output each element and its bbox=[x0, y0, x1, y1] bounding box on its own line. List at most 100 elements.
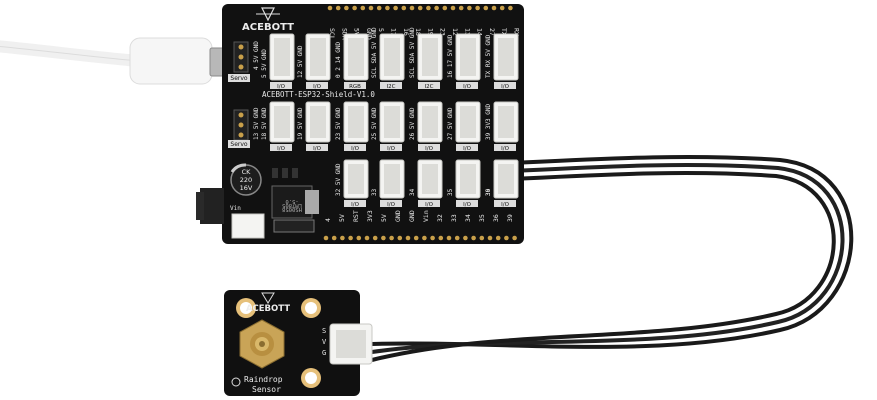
header-pin bbox=[372, 235, 378, 241]
tag-box bbox=[306, 144, 328, 151]
tag-box bbox=[380, 82, 402, 89]
connector-tag: I/O bbox=[387, 146, 395, 152]
sensor-pin-s: S bbox=[322, 327, 326, 335]
header-pin bbox=[417, 5, 423, 11]
voltage-regulator: LM7805 -5.0 HS0058 bbox=[271, 185, 319, 233]
tag-box bbox=[418, 144, 440, 151]
connector-slot bbox=[422, 38, 438, 76]
connector-pin-label: 39 3V3 GND bbox=[485, 103, 492, 140]
connector-pin-label: 25 5V GND bbox=[371, 107, 378, 140]
dc-jack bbox=[196, 188, 224, 224]
tag-box bbox=[380, 144, 402, 151]
connector-slot bbox=[460, 38, 476, 76]
connector-tag: RGB bbox=[349, 84, 361, 90]
connector-slot bbox=[460, 164, 476, 194]
connector-tag: I/O bbox=[501, 146, 509, 152]
tag-box bbox=[456, 82, 478, 89]
header-pin bbox=[401, 5, 407, 11]
connector-slot bbox=[274, 38, 290, 76]
connector-pin-label: 0 2 14 GND bbox=[335, 41, 342, 78]
connector-pin-label: TX RX 5V GND bbox=[485, 34, 492, 78]
capacitor-text-3: 16V bbox=[240, 184, 253, 192]
connector-pin-label: 12 5V GND bbox=[297, 45, 304, 78]
connector-slot bbox=[384, 106, 400, 138]
header-pin bbox=[360, 5, 366, 11]
connector-slot bbox=[460, 106, 476, 138]
header-pin bbox=[381, 235, 386, 241]
connector-slot bbox=[498, 38, 514, 76]
header-pin bbox=[442, 5, 448, 11]
regulator-text-3: HS0058 bbox=[282, 206, 302, 212]
connector-tag: I/O bbox=[425, 146, 433, 152]
header-pin bbox=[479, 235, 485, 241]
header-label: 5V bbox=[353, 28, 361, 36]
header-label: SCL bbox=[328, 28, 336, 40]
header-label: 18 bbox=[414, 28, 422, 36]
header-pin bbox=[504, 235, 509, 241]
connector-tag: I/O bbox=[501, 202, 509, 208]
bottom-header bbox=[323, 235, 517, 241]
header-label: 13 bbox=[463, 28, 471, 36]
header-pin bbox=[467, 5, 472, 11]
connector-pin-label: 32 5V GND bbox=[335, 163, 342, 196]
connector-tag: I/O bbox=[313, 146, 321, 152]
connector-slot bbox=[422, 106, 438, 138]
header-pin bbox=[356, 235, 362, 241]
header-pin bbox=[335, 5, 341, 11]
servo-pins-1: 4 5V GND bbox=[253, 41, 260, 70]
connector-pin-label: 16 17 5V GND bbox=[447, 34, 454, 78]
header-pin bbox=[368, 5, 374, 11]
connector-slot bbox=[348, 106, 364, 138]
connector-pin-label: 39 bbox=[485, 188, 492, 196]
header-label: 32 bbox=[436, 214, 444, 222]
tag-box bbox=[344, 200, 366, 207]
connector-tag: I/O bbox=[501, 84, 509, 90]
vin-connector bbox=[231, 213, 265, 239]
regulator-text-2: -5.0 bbox=[285, 198, 298, 204]
tag-box bbox=[494, 144, 516, 151]
connector-pin-label: SCL SDA 5V GND bbox=[409, 27, 416, 78]
header-label: 23 bbox=[439, 28, 447, 36]
shield-brand: ACEBOTT bbox=[242, 22, 294, 33]
header-label: 33 bbox=[450, 214, 458, 222]
sensor-pin-g: G bbox=[322, 349, 326, 357]
tag-box bbox=[270, 82, 292, 89]
header-pin bbox=[422, 235, 427, 241]
connector-slot bbox=[348, 164, 364, 194]
header-label: 36 bbox=[492, 214, 500, 222]
connector-pin-label: SCL SDA 5V GND bbox=[371, 27, 378, 78]
header-label: GND bbox=[365, 28, 373, 40]
servo-pins-2: 13 5V GND bbox=[253, 107, 260, 140]
sensor-cable bbox=[354, 154, 854, 362]
sensor-logo-icon bbox=[261, 292, 275, 304]
header-label: 5V bbox=[380, 214, 388, 222]
servo-label-1: Servo bbox=[230, 75, 248, 82]
connector-tag: I/O bbox=[313, 84, 321, 90]
usb-cable bbox=[0, 37, 225, 85]
connector-pin-label: 33 bbox=[371, 188, 378, 196]
connector-tag: I/O bbox=[463, 84, 471, 90]
shield-logo-icon bbox=[256, 7, 280, 22]
header-label: 4 bbox=[324, 218, 332, 222]
connector-slot bbox=[384, 164, 400, 194]
header-pin bbox=[340, 235, 345, 241]
connector-slot bbox=[422, 164, 438, 194]
header-pin bbox=[430, 235, 435, 241]
connector-pin-label: 35 bbox=[447, 188, 454, 196]
sensor-name-line2: Sensor bbox=[252, 385, 281, 394]
regulator-text-1: LM7805 bbox=[282, 202, 302, 208]
sensing-pad-icon bbox=[239, 319, 285, 369]
capacitor-text-2: 220 bbox=[240, 176, 252, 184]
tag-box bbox=[306, 82, 328, 89]
header-label: Vin bbox=[422, 210, 430, 222]
connector-slot bbox=[274, 106, 290, 138]
header-pin bbox=[499, 5, 505, 11]
tag-box bbox=[456, 200, 478, 207]
header-pin bbox=[495, 235, 501, 241]
connector-tag: I/O bbox=[277, 146, 285, 152]
